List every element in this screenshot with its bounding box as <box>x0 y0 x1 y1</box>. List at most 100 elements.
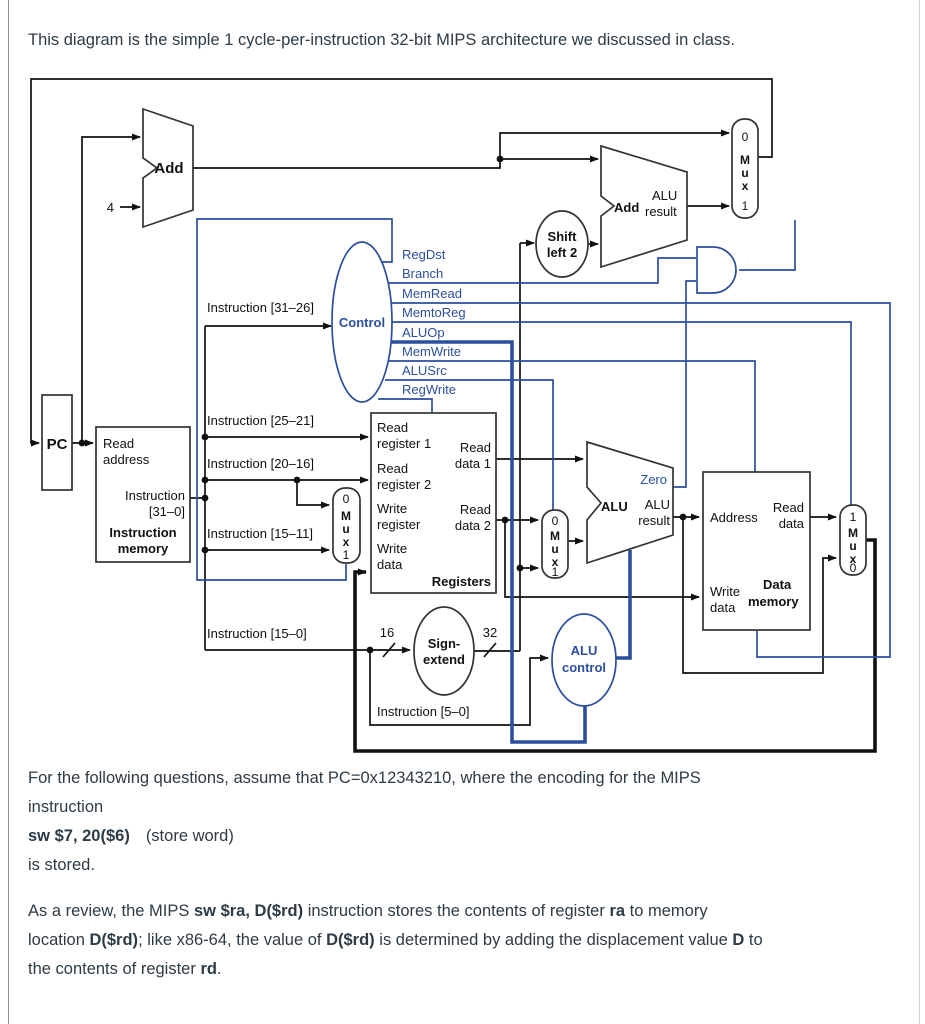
alusrc-mux-m: M <box>550 529 560 543</box>
regdst-mux-x: x <box>343 535 350 549</box>
pc-adder-label: Add <box>154 160 183 177</box>
reg-write-1: Write <box>377 501 407 516</box>
read-data2-to-mem <box>504 520 700 601</box>
sign-label-2: extend <box>423 652 465 667</box>
signal-branch: Branch <box>402 266 443 281</box>
intro-text: This diagram is the simple 1 cycle-per-i… <box>28 31 736 49</box>
imem-range-label: [31–0] <box>149 504 185 519</box>
aluctl-label-2: control <box>562 660 606 675</box>
reg-rdata2-2: data 2 <box>455 518 491 533</box>
regwrite-wire <box>378 398 433 414</box>
imem-read-label: Read <box>103 436 134 451</box>
control-unit <box>331 241 393 403</box>
p2-l2s1: location <box>28 931 90 949</box>
reg-rdata2-1: Read <box>460 502 491 517</box>
alu-result-2: result <box>638 513 670 528</box>
regdst-mux-m: M <box>341 509 351 523</box>
reg-read1-1: Read <box>377 420 408 435</box>
pc-adder <box>142 107 194 229</box>
memtoreg-mux <box>839 504 867 576</box>
alusrc-mux-1: 1 <box>552 565 559 579</box>
p1-line1: For the following questions, assume that… <box>28 769 701 787</box>
signal-regdst: RegDst <box>402 247 446 262</box>
alu-label: ALU <box>601 499 628 514</box>
width16-label: 16 <box>380 625 394 640</box>
regdst-mux-u: u <box>342 522 349 536</box>
mem-name-1: Data <box>763 577 792 592</box>
memread-wire <box>390 302 891 658</box>
pcsrc-mux-1: 1 <box>742 199 749 213</box>
width16-slash <box>382 642 396 658</box>
reg-rdata1-2: data 1 <box>455 456 491 471</box>
pcsrc-mux-m: M <box>740 153 750 167</box>
zero-label: Zero <box>640 472 667 487</box>
aluop-wire <box>390 340 587 744</box>
p2-l2b2: D($rd) <box>326 931 375 949</box>
imem-name-1: Instruction <box>109 525 176 540</box>
sign-label-1: Sign- <box>428 636 461 651</box>
mem-wdata-1: Write <box>710 584 740 599</box>
zero-wire <box>673 280 696 488</box>
memtoreg-mux-0: 0 <box>850 561 857 575</box>
p2-l2s2: ; like x86-64, the value of <box>138 931 327 949</box>
branch-alu-1: ALU <box>652 188 677 203</box>
width32-label: 32 <box>483 625 497 640</box>
p2-line2: location D($rd); like x86-64, the value … <box>28 926 908 955</box>
mem-wdata-2: data <box>710 600 736 615</box>
question-setup-paragraph: For the following questions, assume that… <box>28 764 908 880</box>
imem-instr-label: Instruction <box>125 488 185 503</box>
p2-l3s1: the contents of register <box>28 960 201 978</box>
wire-labels: Instruction [31–26] Instruction [25–21] … <box>207 247 470 719</box>
pc-feedback-wire <box>30 78 773 447</box>
signal-memwrite: MemWrite <box>402 344 461 359</box>
and-out-wire <box>739 220 796 271</box>
pcsrc-mux <box>731 118 759 219</box>
sign-extend <box>413 606 475 696</box>
instr-15-11-label: Instruction [15–11] <box>207 526 313 541</box>
four-label: 4 <box>107 200 114 215</box>
page-left-border <box>8 0 9 1024</box>
reg-read2-2: register 2 <box>377 477 431 492</box>
registers-label: Registers <box>432 574 491 589</box>
control-wires <box>196 218 891 744</box>
alusrc-mux-u: u <box>551 542 558 556</box>
shift-label-1: Shift <box>548 229 578 244</box>
branch-wire <box>387 257 696 284</box>
alusrc-mux-x: x <box>552 555 559 569</box>
aluctl-to-alu-wire <box>616 550 632 660</box>
regdst-wire <box>196 218 393 581</box>
memwrite-wire <box>388 360 756 473</box>
instr-20-16-label: Instruction [20–16] <box>207 456 314 471</box>
p2-l1s3: to memory <box>625 902 708 920</box>
pcsrc-mux-x: x <box>742 179 749 193</box>
p1-line4: is stored. <box>28 856 95 874</box>
p2-l3s2: . <box>216 960 222 978</box>
p2-l2b1: D($rd) <box>89 931 139 949</box>
branch-adder <box>600 144 688 269</box>
page-right-border <box>919 0 920 1024</box>
width32-slash <box>483 642 497 658</box>
muxes: 0 M u x 1 0 M u x 1 0 M u x 1 1 M u x 0 <box>332 118 867 579</box>
p2-l2b3: D <box>732 931 745 949</box>
memtoreg-wire <box>391 321 852 506</box>
p2-l3b1: rd <box>200 960 217 978</box>
signal-aluop: ALUOp <box>402 325 445 340</box>
alu-result-to-mux <box>682 517 837 674</box>
memtoreg-mux-x: x <box>850 552 857 566</box>
pc-label: PC <box>47 436 68 453</box>
instr-5-0-label: Instruction [5–0] <box>377 704 470 719</box>
branch-and-gate <box>696 246 737 294</box>
pc-to-add-wire <box>81 133 141 443</box>
funct-wire <box>369 650 549 726</box>
shift-left-2 <box>535 210 589 278</box>
p1-line3: sw $7, 20($6)(store word) <box>28 822 908 851</box>
mem-rdata-1: Read <box>773 500 804 515</box>
signal-alusrc: ALUSrc <box>402 363 447 378</box>
regdst-mux <box>332 487 361 564</box>
writeback-wire <box>353 538 877 753</box>
alu-control <box>551 613 617 707</box>
instr-25-21-label: Instruction [25–21] <box>207 413 314 428</box>
registers-box <box>370 412 497 594</box>
reg-read1-2: register 1 <box>377 436 431 451</box>
